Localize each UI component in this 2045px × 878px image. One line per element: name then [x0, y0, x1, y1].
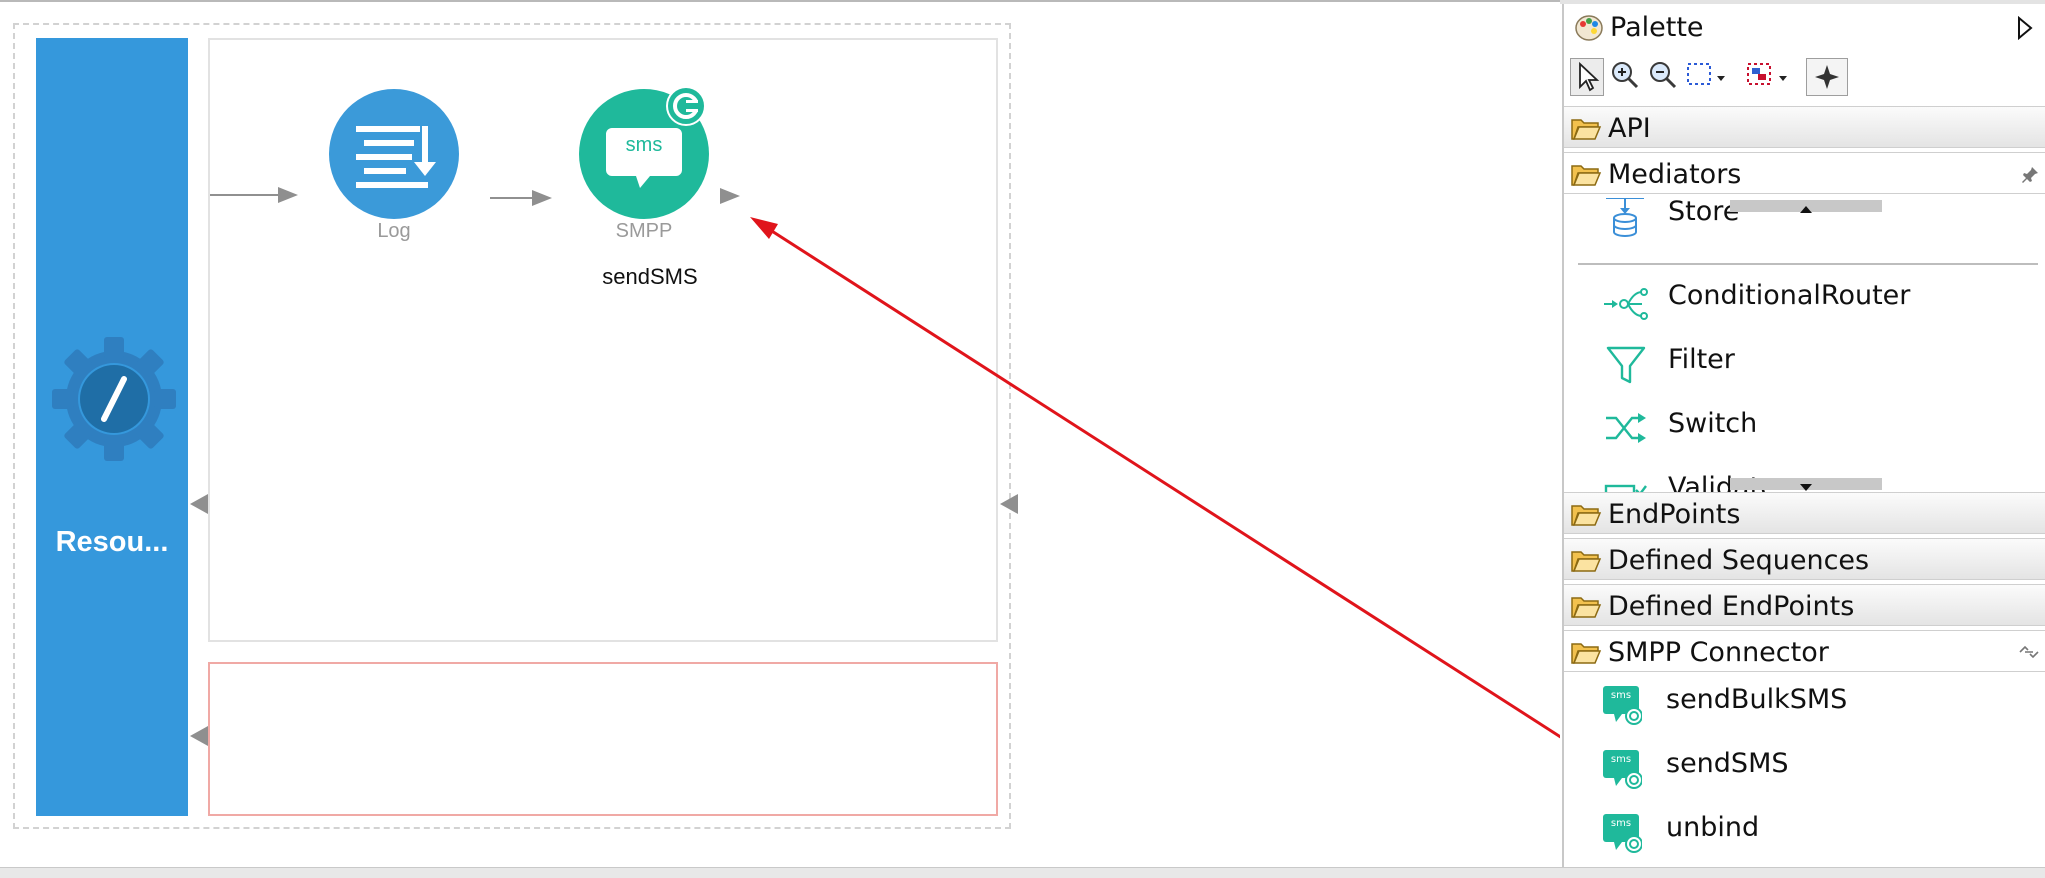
folder-open-icon: [1571, 643, 1602, 664]
resource-label: Resou...: [55, 526, 169, 558]
connection-icon: [1747, 63, 1787, 85]
smpp-caption: sendSMS: [602, 264, 698, 289]
log-label: Log: [377, 220, 411, 242]
palette-item-label: Filter: [1668, 344, 1735, 375]
sms-icon-text: sms: [1610, 818, 1632, 829]
palette-item-label: Store: [1668, 198, 1740, 227]
drawer-endpoints[interactable]: EndPoints: [1564, 492, 2045, 534]
store-icon: [1606, 198, 1644, 237]
conditional-router-icon: [1604, 288, 1648, 320]
palette-item-switch[interactable]: Switch: [1604, 400, 2024, 454]
sms-icon-text: sms: [625, 134, 663, 156]
palette-item-label: sendBulkSMS: [1666, 684, 1848, 715]
sms-icon-text: sms: [1610, 754, 1632, 765]
scroll-down-button[interactable]: [1730, 478, 1882, 491]
drag-annotation-arrow: [763, 224, 1560, 739]
link-icon[interactable]: [2018, 644, 2040, 660]
connection-tool-button[interactable]: [1744, 58, 1790, 96]
zoom-out-button[interactable]: [1646, 58, 1680, 96]
log-mediator[interactable]: [328, 88, 460, 220]
drawer-label-mediators: Mediators: [1608, 159, 1742, 190]
palette-item-label: sendSMS: [1666, 748, 1789, 779]
pointer-icon: [1579, 61, 1600, 92]
palette-item-sendbulksms[interactable]: sms sendBulkSMS: [1602, 676, 2022, 730]
api-resource-container: [13, 23, 1011, 829]
fault-sequence-lane[interactable]: [208, 662, 998, 816]
drawer-defined-endpoints[interactable]: Defined EndPoints: [1564, 584, 2045, 626]
mediators-list: Store ConditionalRouter Filter: [1564, 198, 2045, 492]
flow-arrow: [278, 187, 298, 203]
zoom-out-icon: [1650, 62, 1677, 89]
connector-plug-icon: [666, 86, 706, 126]
bottom-tab-bar: [0, 867, 2045, 878]
sms-icon-text: sms: [1610, 690, 1632, 701]
drawer-label-smpp-connector: SMPP Connector: [1608, 637, 1829, 668]
smpp-connector-node[interactable]: sms: [578, 86, 710, 220]
folder-open-icon: [1571, 119, 1602, 140]
palette-item-sendsms[interactable]: sms sendSMS: [1602, 740, 2022, 794]
palette-item-filter[interactable]: Filter: [1604, 336, 2024, 390]
palette-header: Palette: [1564, 4, 2045, 50]
return-arrow: [1000, 494, 1018, 514]
pin-icon[interactable]: [2020, 165, 2040, 185]
folder-open-icon: [1571, 165, 1602, 186]
drawer-label-defined-endpoints: Defined EndPoints: [1608, 591, 1855, 622]
gear-icon: [52, 337, 176, 461]
return-arrow: [190, 494, 208, 514]
flow-arrow: [532, 190, 552, 206]
drawer-label-api: API: [1608, 113, 1651, 144]
palette-icon: [1575, 15, 1603, 41]
resource-block[interactable]: Resou...: [36, 38, 188, 816]
log-icon: [329, 89, 459, 219]
drawer-mediators[interactable]: Mediators: [1564, 152, 2045, 194]
sms-connector-icon: [1603, 686, 1642, 725]
palette-item-conditionalrouter[interactable]: ConditionalRouter: [1604, 272, 2024, 326]
validate-icon: [1604, 484, 1647, 492]
crosshair-icon: [1815, 65, 1839, 89]
palette-item-label: ConditionalRouter: [1668, 280, 1911, 311]
drawer-label-defined-sequences: Defined Sequences: [1608, 545, 1870, 576]
drawer-defined-sequences[interactable]: Defined Sequences: [1564, 538, 2045, 580]
flow-connectors: [190, 187, 1560, 746]
drawer-smpp-connector[interactable]: SMPP Connector: [1564, 630, 2045, 672]
zoom-in-icon: [1612, 62, 1639, 89]
palette-title: Palette: [1610, 12, 1704, 43]
folder-open-icon: [1571, 505, 1602, 526]
folder-open-icon: [1571, 551, 1602, 572]
pin-tool-button[interactable]: [1806, 58, 1848, 96]
folder-open-icon: [1571, 597, 1602, 618]
section-divider: [1578, 263, 2038, 265]
palette-item-unbind[interactable]: sms unbind: [1602, 804, 2022, 858]
palette-panel: Palette: [1562, 4, 2045, 870]
sms-connector-icon: [1603, 750, 1642, 789]
sms-connector-icon: [1603, 814, 1642, 853]
collapse-palette-icon[interactable]: [2016, 16, 2034, 40]
drawer-label-endpoints: EndPoints: [1608, 499, 1741, 530]
return-arrow: [190, 726, 208, 746]
select-tool-button[interactable]: [1570, 58, 1604, 96]
diagram-canvas[interactable]: Resou... Log sms: [0, 0, 1560, 867]
filter-icon: [1606, 346, 1646, 384]
smpp-label: SMPP: [615, 220, 673, 242]
flow-arrow: [720, 188, 740, 204]
chevron-up-icon: [1800, 206, 1812, 213]
drag-annotation-arrowhead: [750, 217, 778, 239]
scroll-up-button[interactable]: [1730, 200, 1882, 213]
marquee-icon: [1687, 63, 1725, 85]
palette-item-label: unbind: [1666, 812, 1760, 843]
zoom-in-button[interactable]: [1608, 58, 1642, 96]
switch-icon: [1606, 413, 1646, 443]
palette-item-store[interactable]: Store: [1604, 198, 2024, 242]
chevron-down-icon: [1800, 484, 1812, 491]
palette-item-label: Switch: [1668, 408, 1758, 439]
drawer-api[interactable]: API: [1564, 106, 2045, 148]
marquee-tool-button[interactable]: [1684, 58, 1728, 96]
palette-toolbar: [1564, 54, 2045, 104]
